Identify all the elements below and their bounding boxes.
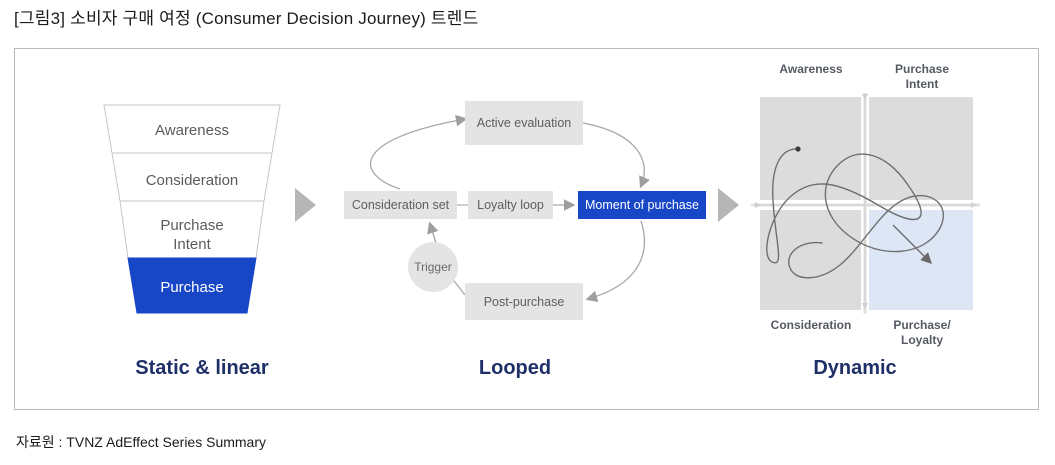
loop-node-trigger[interactable]: Trigger: [408, 242, 458, 292]
quadrant-label-purchase-loyalty-line1: Purchase/: [893, 318, 951, 332]
loop-node-loyalty-loop[interactable]: Loyalty loop: [468, 191, 553, 219]
loop-node-post-purchase[interactable]: Post-purchase: [465, 283, 583, 320]
quadrant-label-purchase-intent-line2: Intent: [905, 77, 939, 91]
quadrant-label-consideration: Consideration: [770, 318, 852, 332]
quadrant-purchase-intent[interactable]: [869, 97, 973, 200]
funnel-label-consideration: Consideration: [145, 172, 239, 189]
panel-separator-arrow-icon-2: [718, 188, 739, 222]
loop-node-consideration-set[interactable]: Consideration set: [344, 191, 457, 219]
funnel-label-awareness: Awareness: [155, 122, 229, 139]
quadrant-label-awareness: Awareness: [779, 62, 843, 76]
funnel-label-purchase-intent: Purchase Intent: [97, 216, 287, 254]
panel-caption-looped: Looped: [478, 357, 552, 379]
panel-caption-dynamic: Dynamic: [813, 357, 897, 379]
funnel-label-purchase-intent-line2: Intent: [173, 236, 211, 253]
funnel-label-purchase: Purchase: [160, 279, 224, 296]
quadrant-label-purchase-intent-line1: Purchase: [894, 62, 950, 76]
loop-node-active-evaluation[interactable]: Active evaluation: [465, 101, 583, 145]
quadrant-label-purchase-loyalty: Purchase/ Loyalty: [893, 318, 950, 348]
quadrant-purchase-loyalty[interactable]: [869, 210, 973, 310]
funnel-label-purchase-intent-line1: Purchase: [160, 217, 224, 234]
quadrant-label-purchase-intent: Purchase Intent: [895, 62, 949, 92]
quadrant-awareness[interactable]: [760, 97, 861, 200]
source-note: 자료원 : TVNZ AdEffect Series Summary: [16, 434, 267, 450]
quadrant-label-purchase-loyalty-line2: Loyalty: [900, 333, 943, 347]
quadrant-consideration[interactable]: [760, 210, 861, 310]
loop-node-moment-of-purchase[interactable]: Moment of purchase: [578, 191, 706, 219]
page-title: [그림3] 소비자 구매 여정 (Consumer Decision Journ…: [14, 9, 479, 28]
panel-caption-static-linear: Static & linear: [135, 357, 269, 379]
panel-separator-arrow-icon-1: [295, 188, 316, 222]
